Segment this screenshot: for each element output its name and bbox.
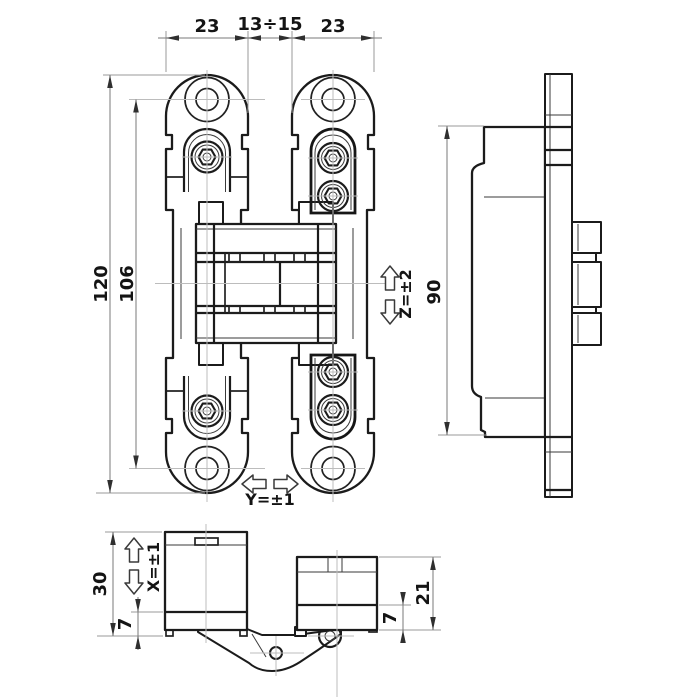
knuckle [571, 261, 602, 308]
dimension-bottom-left: 30 7 X=±1 [90, 531, 163, 650]
knuckle-blocks [571, 221, 602, 346]
dimension-front-heights: 120 106 [91, 74, 205, 494]
x-adjust-down-arrow-icon [124, 569, 144, 595]
y-adjustment-annotation: Y=±1 [241, 474, 299, 509]
x-adjust-up-arrow-icon [124, 537, 144, 563]
dim-arrow [400, 592, 406, 605]
y-adjust-left-arrow-icon [241, 474, 267, 494]
dim-arrow [135, 636, 141, 649]
dim-arrow [248, 35, 261, 41]
tick [228, 252, 241, 263]
tab [198, 342, 224, 366]
dim-arrow [430, 557, 436, 570]
dim-label-plate-right: 7 [380, 612, 401, 625]
dim-arrow [279, 35, 292, 41]
dim-arrow [107, 480, 113, 493]
dimension-bottom-right: 7 21 [379, 556, 441, 643]
x-adjust-label: X=±1 [144, 542, 163, 592]
dim-arrow [444, 422, 450, 435]
z-adjust-up-arrow-icon [380, 265, 400, 291]
front-view-concealed-hinge [164, 73, 376, 495]
tick [263, 252, 276, 263]
dim-label-side-height: 90 [424, 279, 445, 304]
centerlines [129, 70, 390, 697]
y-adjust-label: Y=±1 [244, 490, 295, 509]
dim-arrow [133, 99, 139, 113]
dim-arrow [430, 617, 436, 630]
dim-label-hole-spacing: 106 [117, 265, 138, 303]
side-body-outline [470, 125, 547, 439]
tick [293, 305, 306, 314]
dim-arrow [135, 599, 141, 612]
tick [263, 305, 276, 314]
knuckle [571, 312, 602, 346]
dim-arrow [107, 75, 113, 88]
dim-arrow [235, 35, 248, 41]
dim-label-plate-left: 7 [115, 618, 136, 631]
knuckle [571, 221, 602, 254]
z-adjustment-annotation: Z=±2 [380, 265, 415, 325]
z-adjust-down-arrow-icon [380, 299, 400, 325]
tick [293, 252, 306, 263]
y-adjust-right-arrow-icon [273, 474, 299, 494]
dim-arrow [110, 532, 116, 545]
dim-arrow [166, 35, 179, 41]
dim-label-width-gap: 13÷15 [237, 14, 302, 35]
tick [228, 305, 241, 314]
dim-arrow [444, 126, 450, 139]
dim-label-total-height: 120 [91, 265, 112, 303]
knuckle-band [571, 252, 597, 263]
z-adjust-label: Z=±2 [396, 269, 415, 319]
bottom-view-hinge [163, 530, 379, 672]
tab [198, 201, 224, 225]
dim-label-depth-total: 30 [90, 571, 111, 596]
dim-arrow [133, 455, 139, 469]
dim-arrow [400, 630, 406, 643]
boss-double [309, 127, 357, 215]
dim-label-body-depth: 21 [413, 580, 434, 605]
dim-label-width-left: 23 [194, 16, 219, 37]
side-view-hinge-profile [470, 73, 602, 498]
dim-arrow [292, 35, 305, 41]
dimension-side-height: 90 [424, 125, 487, 436]
dimension-top-widths: 23 13÷15 23 [158, 14, 382, 113]
frame-flange-plate [544, 73, 573, 498]
dim-arrow [361, 35, 374, 41]
dim-label-width-right: 23 [320, 16, 345, 37]
boss-double [309, 353, 357, 441]
dim-arrow [110, 623, 116, 636]
